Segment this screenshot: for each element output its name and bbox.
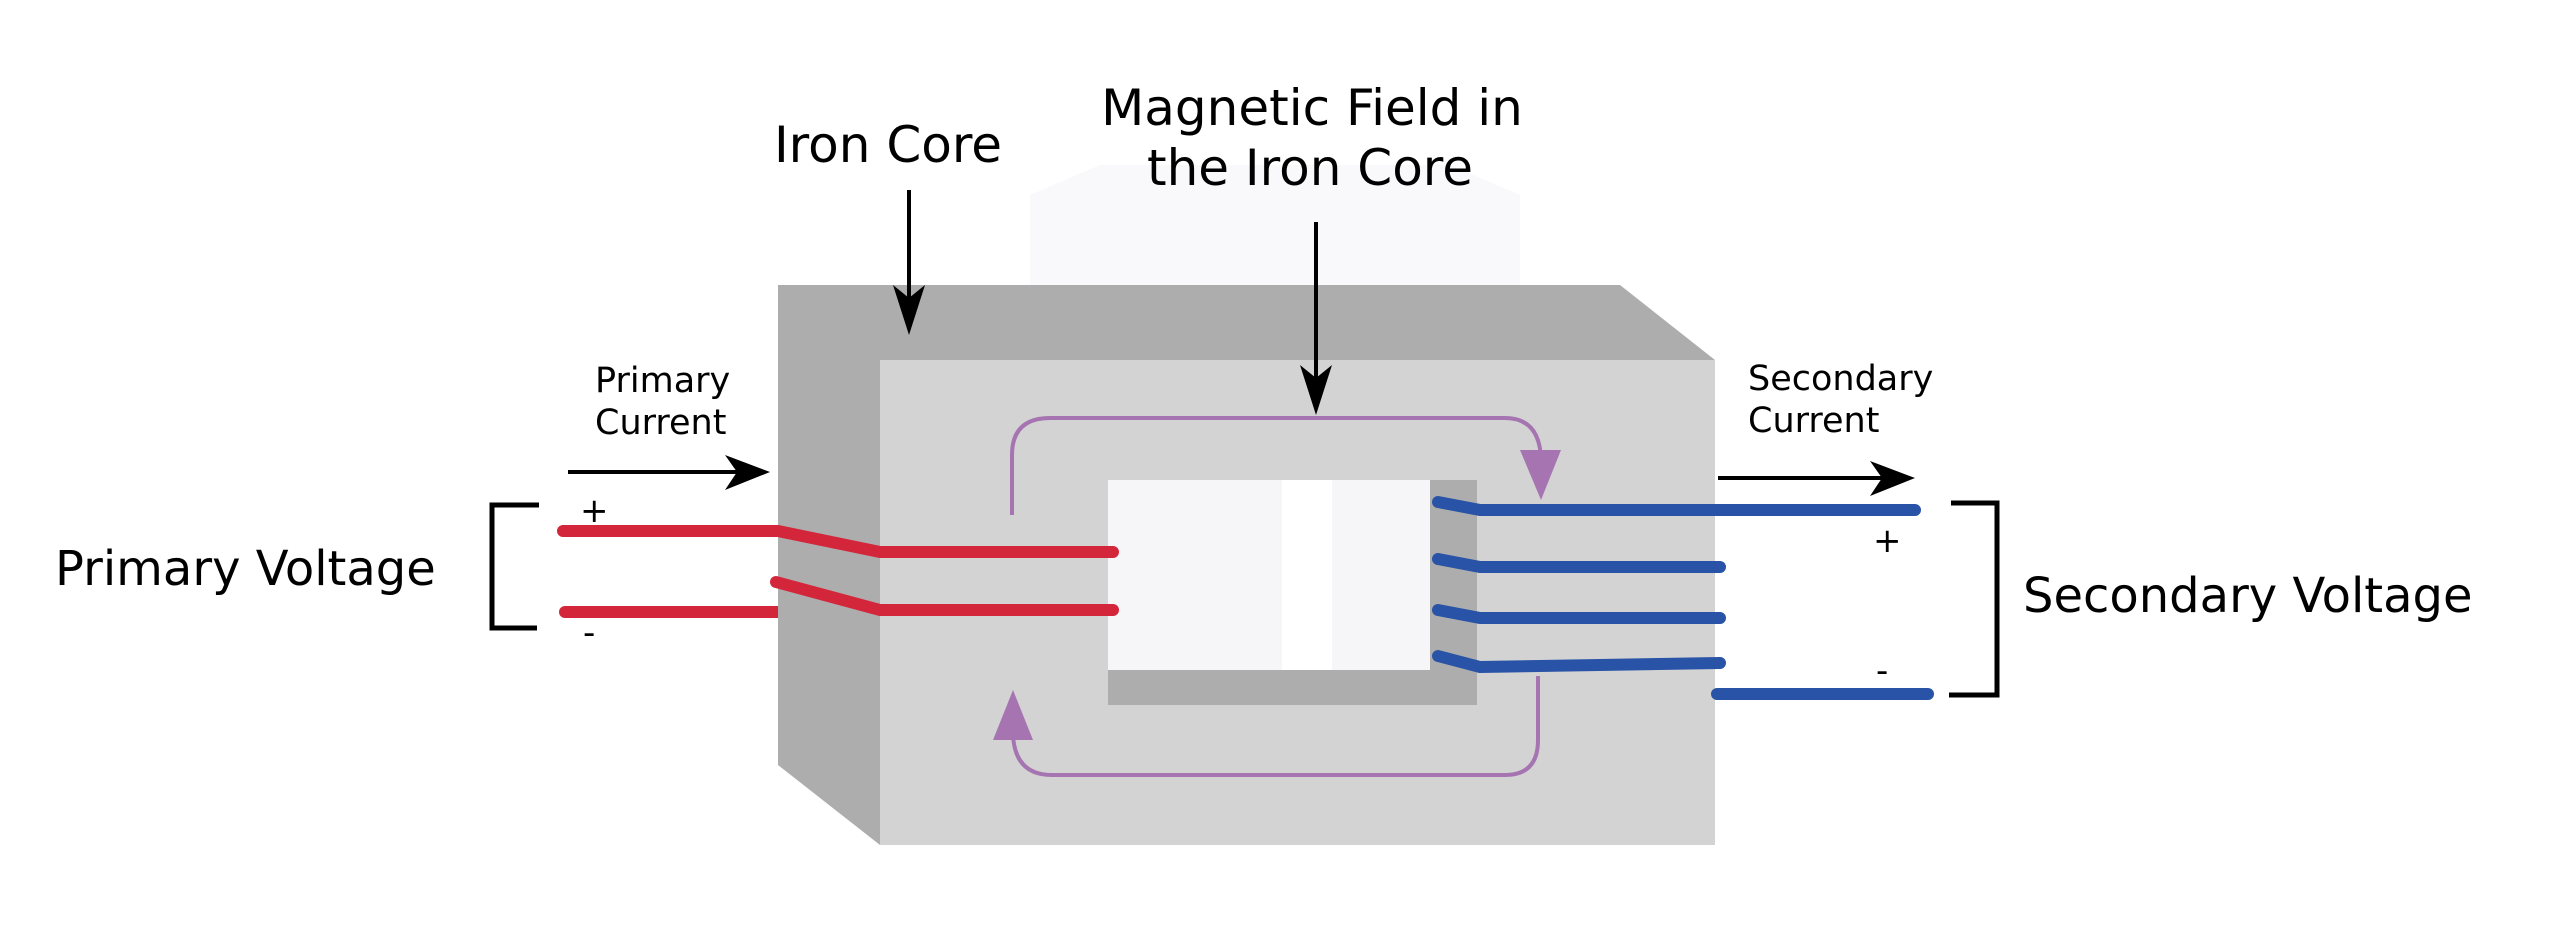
watermark: [1030, 165, 1520, 285]
magnetic-field-loop: [1010, 416, 1543, 777]
secondary-minus-sign: -: [1876, 651, 1888, 691]
primary-minus-sign: -: [583, 613, 595, 653]
secondary-winding: [1432, 496, 1934, 700]
primary-current-label-line1: Primary: [595, 361, 730, 401]
core-window: [1108, 480, 1430, 670]
secondary-current-label-line2: Current: [1748, 401, 1879, 441]
iron-core-arrowhead-icon: [893, 285, 925, 335]
field-arrow-up-icon: [993, 690, 1033, 740]
iron-core-label: Iron Core: [774, 116, 1002, 174]
primary-voltage-label: Primary Voltage: [55, 541, 436, 597]
magnetic-field-label-line1: Magnetic Field in: [1101, 79, 1523, 137]
magnetic-field-arrowhead-icon: [1300, 365, 1332, 415]
core-top-face: [778, 285, 1715, 360]
primary-current-arrowhead-icon: [725, 455, 770, 490]
primary-winding: [557, 525, 1119, 618]
primary-plus-sign: +: [580, 491, 609, 531]
secondary-voltage-label: Secondary Voltage: [2023, 568, 2473, 624]
secondary-turn-2: [1432, 553, 1726, 573]
secondary-voltage-bracket: [1949, 500, 2000, 698]
primary-wire-bottom-inner: [770, 576, 1119, 616]
primary-wire-top: [557, 525, 1119, 558]
iron-core: [778, 285, 1715, 845]
core-left-face-fill: [778, 285, 880, 765]
secondary-turn-4: [1432, 650, 1726, 674]
field-arrow-down-icon: [1520, 450, 1561, 500]
secondary-current-label-line1: Secondary: [1748, 359, 1933, 399]
primary-voltage-bracket: [489, 502, 539, 631]
core-window-highlight: [1282, 480, 1332, 670]
secondary-plus-sign: +: [1873, 521, 1902, 561]
magnetic-field-label-line2: the Iron Core: [1147, 139, 1473, 197]
secondary-current-arrowhead-icon: [1870, 461, 1915, 496]
secondary-turn-1: [1432, 496, 1921, 516]
secondary-turn-3: [1432, 604, 1726, 624]
primary-current-label-line2: Current: [595, 403, 726, 443]
